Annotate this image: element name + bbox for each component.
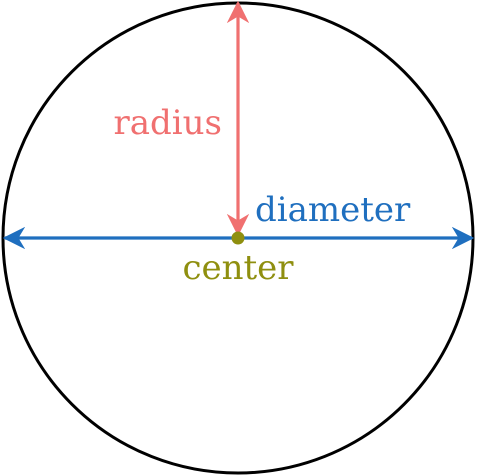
center-dot <box>231 231 245 245</box>
diameter-label: diameter <box>255 190 411 230</box>
radius-label: radius <box>113 103 222 143</box>
center-label: center <box>182 248 294 288</box>
